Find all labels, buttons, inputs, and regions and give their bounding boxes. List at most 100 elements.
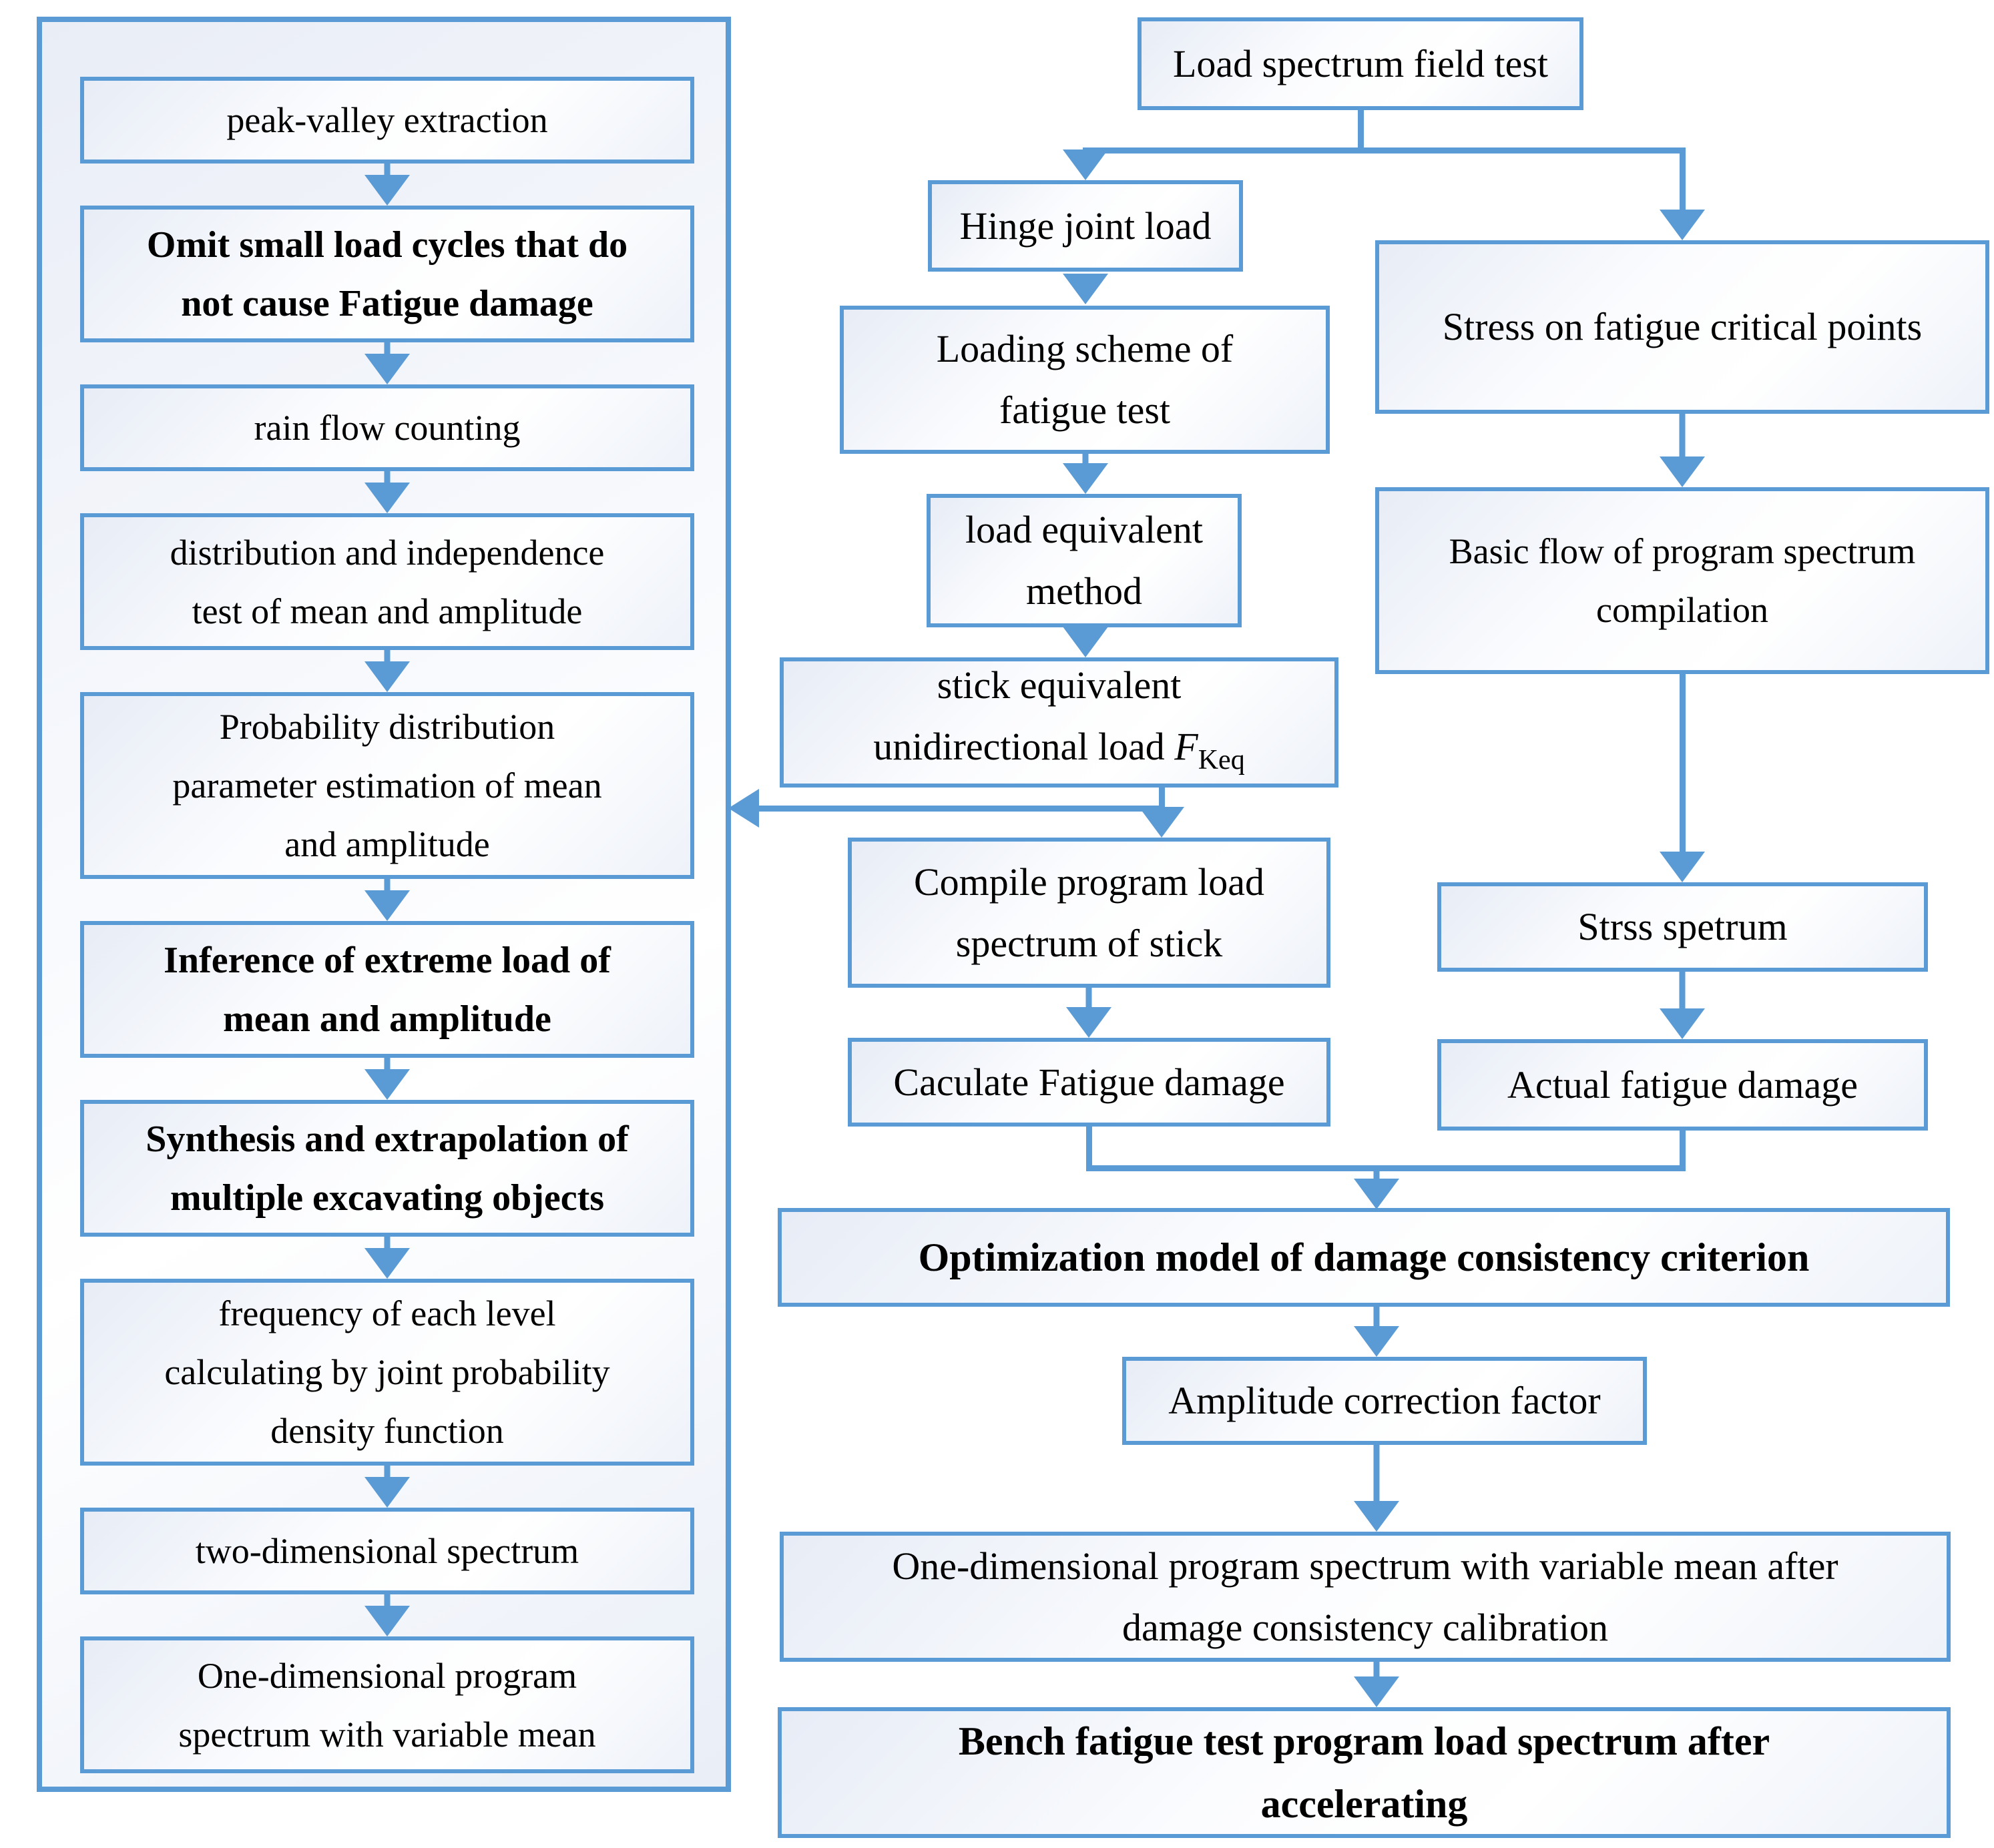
text-line: damage consistency calibration xyxy=(1122,1605,1608,1649)
box-load-spectrum-field-test: Load spectrum field test xyxy=(1138,17,1583,110)
text-line: spectrum of stick xyxy=(955,921,1223,965)
arrow-down-icon xyxy=(1063,149,1108,180)
arrow-down-icon xyxy=(1660,972,1705,1039)
box-amplitude-correction-factor: Amplitude correction factor xyxy=(1122,1357,1647,1445)
box-compile-program-spectrum: Compile program load spectrum of stick xyxy=(848,838,1330,988)
text-line: method xyxy=(1026,569,1142,613)
text-line: peak-valley extraction xyxy=(226,100,548,140)
text-line: Stress on fatigue critical points xyxy=(1442,305,1923,348)
text-line: density function xyxy=(270,1411,504,1451)
box-loading-scheme: Loading scheme of fatigue test xyxy=(840,306,1330,454)
arrow-down-icon xyxy=(1139,807,1184,838)
text-fragment: unidirectional load xyxy=(873,724,1175,768)
box-two-dimensional-spectrum: two-dimensional spectrum xyxy=(80,1508,694,1594)
arrow-down-icon xyxy=(1063,454,1108,494)
text-line: Amplitude correction factor xyxy=(1168,1379,1601,1422)
box-stress-spectrum: Strss spetrum xyxy=(1437,882,1928,972)
force-symbol: F xyxy=(1174,724,1198,768)
arrow-down-icon xyxy=(1660,852,1705,882)
arrow-down-icon xyxy=(364,471,410,513)
box-stress-fatigue-critical-points: Stress on fatigue critical points xyxy=(1375,240,1989,414)
arrow-down-icon xyxy=(1066,988,1111,1038)
text-line: Caculate Fatigue damage xyxy=(893,1060,1285,1104)
arrow-down-icon xyxy=(1354,1307,1399,1357)
box-frequency-joint-probability: frequency of each level calculating by j… xyxy=(80,1279,694,1466)
arrow-down-icon xyxy=(364,879,410,921)
arrow-down-icon xyxy=(1354,1445,1399,1532)
text-line: two-dimensional spectrum xyxy=(195,1531,579,1571)
box-distribution-independence-test: distribution and independence test of me… xyxy=(80,513,694,650)
text-line: Actual fatigue damage xyxy=(1507,1062,1858,1107)
text-line: Hinge joint load xyxy=(959,204,1212,248)
text-line: Synthesis and extrapolation of xyxy=(146,1118,629,1160)
box-omit-small-load-cycles: Omit small load cycles that do not cause… xyxy=(80,206,694,342)
box-optimization-model: Optimization model of damage consistency… xyxy=(778,1208,1950,1307)
text-line: Optimization model of damage consistency… xyxy=(918,1235,1810,1279)
box-peak-valley-extraction: peak-valley extraction xyxy=(80,77,694,164)
connector-line xyxy=(1358,110,1364,150)
arrow-down-icon xyxy=(1660,414,1705,487)
text-line: Bench fatigue test program load spectrum… xyxy=(958,1719,1770,1763)
arrow-down-icon xyxy=(1063,627,1108,657)
text-line: fatigue test xyxy=(999,388,1171,432)
box-stick-equivalent-load: stick equivalent unidirectional load FKe… xyxy=(780,657,1338,788)
box-one-dimensional-calibrated: One-dimensional program spectrum with va… xyxy=(780,1532,1951,1662)
text-line: not cause Fatigue damage xyxy=(181,282,593,324)
text-line: Inference of extreme load of xyxy=(164,939,611,981)
connector-line xyxy=(1680,1131,1686,1171)
text-line: accelerating xyxy=(1260,1782,1468,1826)
box-actual-fatigue-damage: Actual fatigue damage xyxy=(1437,1039,1928,1131)
arrow-down-icon xyxy=(1354,1662,1399,1707)
text-line: Basic flow of program spectrum xyxy=(1449,531,1916,571)
force-subscript: Keq xyxy=(1198,744,1245,776)
connector-line xyxy=(1159,788,1165,814)
box-inference-extreme-load: Inference of extreme load of mean and am… xyxy=(80,921,694,1058)
box-hinge-joint-load: Hinge joint load xyxy=(928,180,1243,272)
box-basic-flow-compilation: Basic flow of program spectrum compilati… xyxy=(1375,487,1989,674)
box-rain-flow-counting: rain flow counting xyxy=(80,384,694,471)
arrow-down-icon xyxy=(364,1237,410,1279)
arrow-down-icon xyxy=(364,1466,410,1508)
text-line: spectrum with variable mean xyxy=(178,1714,596,1755)
text-line: load equivalent xyxy=(965,508,1203,551)
box-calculate-fatigue-damage: Caculate Fatigue damage xyxy=(848,1038,1330,1127)
arrow-down-icon xyxy=(364,1058,410,1100)
connector-line xyxy=(1086,1127,1092,1171)
text-line: Omit small load cycles that do xyxy=(146,224,628,266)
connector-line xyxy=(1680,674,1686,853)
text-line: Probability distribution xyxy=(219,707,555,747)
text-line: rain flow counting xyxy=(254,408,521,448)
arrow-down-icon xyxy=(364,1594,410,1636)
text-line: frequency of each level xyxy=(218,1293,556,1333)
text-line: parameter estimation of mean xyxy=(172,765,602,806)
text-line: Strss spetrum xyxy=(1577,905,1788,948)
arrow-down-icon xyxy=(1354,1171,1399,1209)
connector-line xyxy=(1083,147,1686,153)
box-load-equivalent-method: load equivalent method xyxy=(927,494,1242,627)
connector-line xyxy=(756,806,1165,812)
text-line: multiple excavating objects xyxy=(170,1177,605,1219)
arrow-down-icon xyxy=(364,342,410,384)
box-bench-fatigue-test-spectrum: Bench fatigue test program load spectrum… xyxy=(778,1707,1951,1838)
text-line: and amplitude xyxy=(284,824,490,864)
text-line: compilation xyxy=(1596,590,1768,630)
text-line: Loading scheme of xyxy=(936,327,1234,370)
box-one-dimensional-variable-mean: One-dimensional program spectrum with va… xyxy=(80,1636,694,1773)
text-line: distribution and independence xyxy=(170,532,605,573)
text-line: One-dimensional program xyxy=(197,1655,577,1696)
arrow-down-icon xyxy=(1660,210,1705,240)
arrow-left-icon xyxy=(728,789,759,828)
box-synthesis-extrapolation: Synthesis and extrapolation of multiple … xyxy=(80,1100,694,1237)
text-line: One-dimensional program spectrum with va… xyxy=(892,1544,1838,1588)
connector-line xyxy=(1680,147,1686,211)
arrow-down-icon xyxy=(364,164,410,206)
arrow-down-icon xyxy=(1063,274,1108,304)
connector-line xyxy=(1086,1165,1686,1171)
text-line: test of mean and amplitude xyxy=(192,591,583,631)
text-line: unidirectional load FKeq xyxy=(873,716,1244,791)
arrow-down-icon xyxy=(364,650,410,692)
text-line: Load spectrum field test xyxy=(1172,41,1549,85)
text-line: stick equivalent xyxy=(937,663,1182,707)
text-line: mean and amplitude xyxy=(223,998,551,1040)
